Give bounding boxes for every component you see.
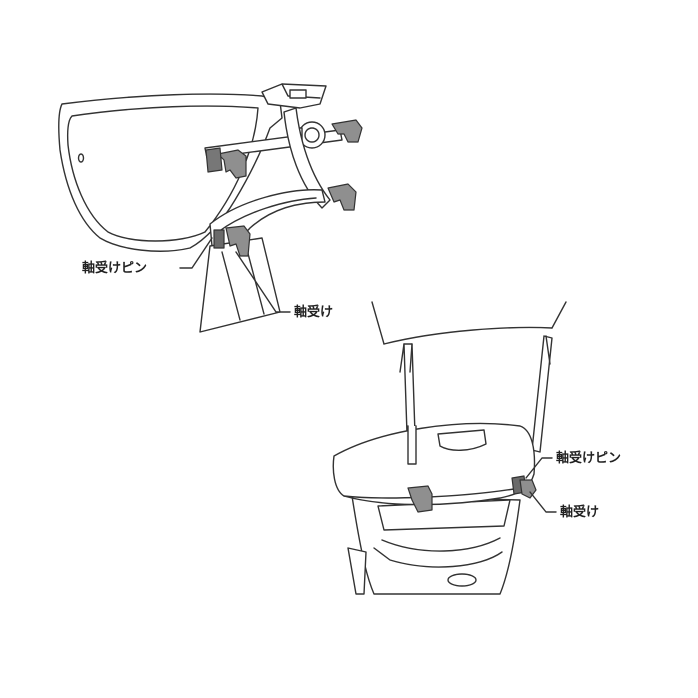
seat-vent	[447, 573, 477, 587]
seat-clip-left	[407, 485, 433, 513]
bracket-arm	[283, 107, 331, 209]
frame-top	[371, 301, 385, 345]
headrest-shell	[57, 93, 283, 252]
label-top-bearing-pin: 軸受けピン	[82, 261, 148, 276]
leader-bottom-bearing-pin	[525, 457, 553, 479]
frame-post-right	[531, 335, 553, 453]
label-bottom-bearing: 軸受け	[560, 505, 600, 520]
label-bottom-bearing-pin: 軸受けピン	[556, 451, 622, 466]
clip-right-lower	[327, 183, 357, 211]
clip-right-top	[331, 119, 363, 143]
label-top-bearing: 軸受け	[294, 305, 334, 320]
leader-bottom-bearing	[529, 491, 557, 513]
bearing-pin-part	[213, 229, 225, 249]
seat-side-panel	[347, 547, 367, 595]
lid-handle	[437, 429, 487, 451]
bearing-clip	[225, 225, 251, 257]
seat-lid	[332, 422, 536, 506]
seat-assembly	[332, 301, 567, 595]
seat-bearing	[519, 479, 537, 499]
clip-left-rod	[217, 149, 247, 179]
leader-top-bearing-pin	[179, 237, 213, 269]
headrest-assembly	[57, 83, 363, 333]
leader-top-bearing	[235, 251, 291, 313]
headrest-inner-edge	[66, 105, 259, 242]
headrest-hole	[77, 153, 85, 163]
